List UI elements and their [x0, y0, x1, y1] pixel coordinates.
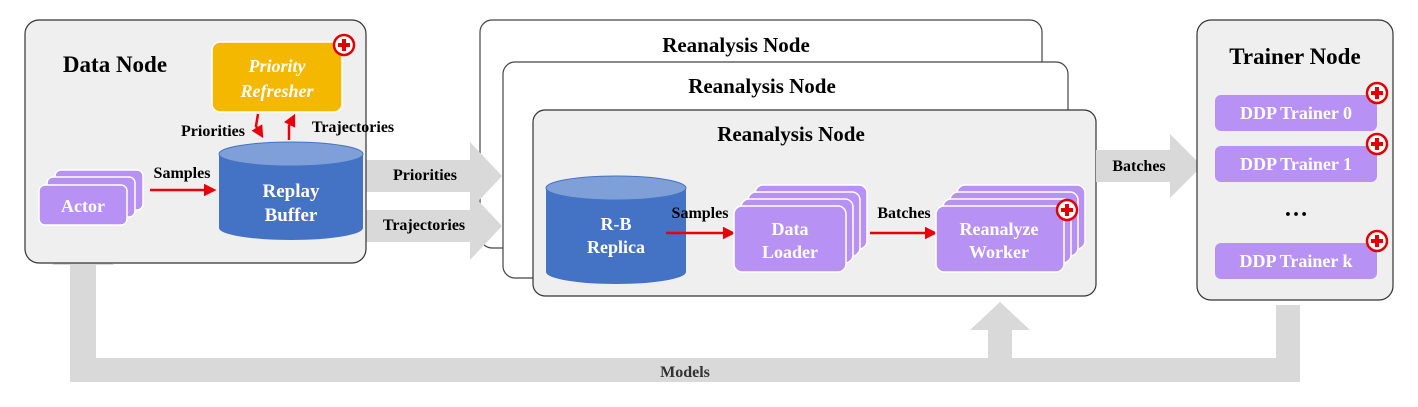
- trainer-node-title: Trainer Node: [1229, 44, 1360, 69]
- models-feedback-arrow: [52, 238, 1300, 382]
- replica-samples-label: Samples: [672, 205, 729, 222]
- ddp-trainer-k-box: [1215, 243, 1377, 279]
- priorities-internal-label: Priorities: [181, 123, 245, 140]
- plus-circle-icon: [1365, 81, 1389, 105]
- trajectories-internal-label: Trajectories: [312, 119, 394, 136]
- reanalyze-worker-label-line2: Worker: [969, 242, 1029, 262]
- trajectories-arrow: [366, 192, 502, 260]
- replay-buffer-label-line1: Replay: [263, 181, 321, 202]
- priority-refresher-label-line1: Priority: [248, 56, 307, 76]
- reanalyze-worker-stack: [935, 184, 1086, 273]
- rb-replica-label-line1: R-B: [601, 214, 632, 234]
- trajectories-up-arrow: [283, 113, 296, 140]
- priority-refresher-label-line2: Refresher: [240, 81, 315, 101]
- rb-replica-cylinder: [545, 175, 687, 284]
- plus-circle-icon: [1055, 198, 1079, 222]
- plus-circle-icon: [1365, 229, 1389, 253]
- trainer-ellipsis: …: [1284, 196, 1308, 222]
- ddp-trainer-0-box: [1215, 95, 1377, 131]
- ddp-trainer-0-label: DDP Trainer 0: [1240, 103, 1352, 123]
- models-label: Models: [660, 364, 710, 381]
- data-loader-stack: [733, 184, 868, 273]
- priorities-link-label: Priorities: [393, 167, 457, 184]
- reanalyze-worker-label-line1: Reanalyze: [960, 219, 1039, 239]
- loader-batches-label: Batches: [877, 205, 930, 222]
- actor-samples-label: Samples: [154, 165, 211, 182]
- replay-buffer-cylinder: [218, 141, 364, 240]
- plus-circle-icon: [332, 33, 356, 57]
- priorities-down-arrow: [251, 113, 264, 139]
- rb-replica-label-line2: Replica: [587, 237, 645, 257]
- reanalysis-node-middle-title: Reanalysis Node: [688, 74, 836, 98]
- priority-refresher-box: [211, 41, 343, 113]
- actor-stack: [38, 169, 144, 226]
- batches-arrow: [1096, 134, 1202, 198]
- data-loader-label-line1: Data: [772, 219, 809, 239]
- reanalysis-node-back-title: Reanalysis Node: [662, 33, 810, 57]
- trajectories-link-label: Trajectories: [383, 217, 465, 234]
- reanalysis-node-front-title: Reanalysis Node: [717, 122, 865, 146]
- data-node-title: Data Node: [63, 52, 167, 77]
- ddp-trainer-1-box: [1215, 146, 1377, 182]
- actor-label: Actor: [61, 196, 105, 216]
- replay-buffer-label-line2: Buffer: [265, 205, 318, 226]
- data-loader-label-line2: Loader: [762, 242, 818, 262]
- batches-link-label: Batches: [1112, 158, 1165, 175]
- ddp-trainer-1-label: DDP Trainer 1: [1240, 154, 1352, 174]
- ddp-trainer-k-label: DDP Trainer k: [1239, 251, 1352, 271]
- plus-circle-icon: [1365, 132, 1389, 156]
- priorities-arrow: [366, 142, 502, 210]
